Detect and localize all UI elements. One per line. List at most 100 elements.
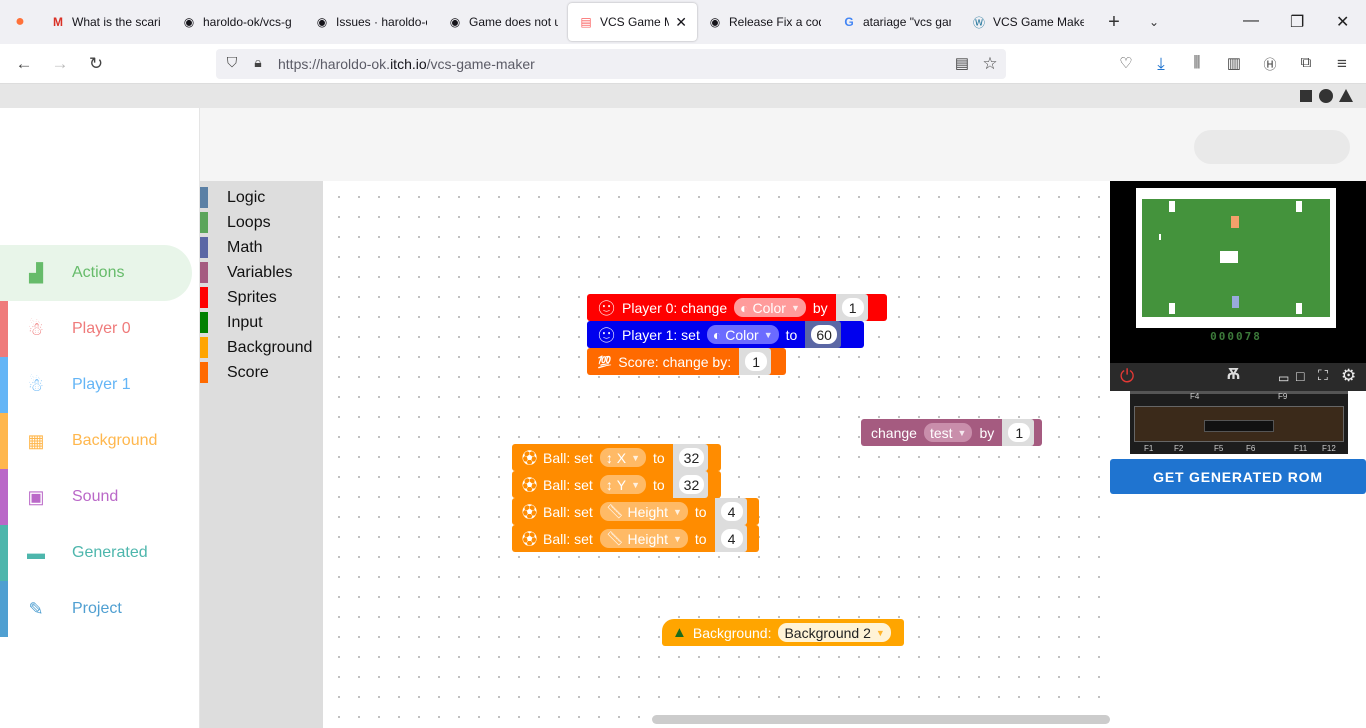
category-logic[interactable]: Logic [200, 185, 265, 210]
category-background[interactable]: Background [200, 335, 312, 360]
forward-icon[interactable]: → [51, 54, 69, 73]
category-math[interactable]: Math [200, 235, 263, 260]
square-icon[interactable] [1300, 90, 1312, 102]
fullscreen-icon[interactable]: ⛶ [1318, 367, 1328, 383]
minimize-icon[interactable]: — [1243, 12, 1259, 29]
shield-icon[interactable]: ⛉ [226, 54, 238, 70]
dropdown-arrow-icon: ▼ [672, 533, 682, 544]
key-f5-label: F5 [1214, 444, 1224, 453]
block-variable-change[interactable]: change test▼ by 1 [861, 419, 1042, 446]
block-player0-change[interactable]: 🙂︎ Player 0: change ◐ Color▼ by 1 [587, 294, 887, 321]
number-field[interactable]: 1 [1008, 423, 1031, 442]
account-icon[interactable]: Ⓗ [1263, 57, 1277, 72]
property-dropdown[interactable]: 📏︎ Height▼ [599, 529, 688, 548]
dropdown-arrow-icon: ▼ [631, 452, 640, 463]
number-field[interactable]: 1 [745, 352, 768, 371]
circle-icon[interactable] [1319, 89, 1333, 103]
nav-color-bar [0, 525, 8, 581]
person-icon: ☃ [27, 318, 45, 339]
number-slot: 4 [714, 525, 747, 552]
close-tab-icon[interactable]: ✕ [675, 13, 687, 30]
number-field[interactable]: 4 [720, 529, 743, 548]
block-player1-set[interactable]: 🙂︎ Player 1: set ◐ Color▼ to 60 [587, 321, 864, 348]
back-icon[interactable]: ← [15, 54, 33, 73]
color-field-dropdown[interactable]: ◐ Color▼ [706, 325, 779, 344]
get-generated-rom-button[interactable]: GET GENERATED ROM [1110, 459, 1366, 494]
download-icon[interactable]: ⤓ [1157, 54, 1165, 73]
background-dropdown[interactable]: Background 2▼ [778, 623, 891, 642]
block-ball-set-x[interactable]: ⚽︎ Ball: set ↕ X▼ to 32 [512, 444, 721, 471]
tab-2[interactable]: ◉Issues · haroldo-c [304, 3, 437, 41]
code-icon: ▬ [27, 542, 45, 563]
tab-5[interactable]: ◉Release Fix a cod [697, 3, 831, 41]
settings-gear-icon[interactable]: ⚙ [1341, 366, 1357, 385]
nav-item-player0[interactable]: ☃Player 0 [0, 301, 192, 357]
nav-item-sound[interactable]: ▣Sound [0, 469, 192, 525]
block-ball-set-y[interactable]: ⚽︎ Ball: set ↕ Y▼ to 32 [512, 471, 721, 498]
category-input[interactable]: Input [200, 310, 263, 335]
palette-icon: ◐ [740, 299, 753, 316]
pocket-icon[interactable]: ♡ [1119, 55, 1133, 72]
block-score-change[interactable]: 💯︎ Score: change by: 1 [587, 348, 786, 375]
nav-item-background[interactable]: ▦Background [0, 413, 192, 469]
close-window-icon[interactable]: ✕ [1336, 14, 1350, 31]
reload-icon[interactable]: ↻ [88, 54, 104, 73]
number-field[interactable]: 60 [811, 325, 837, 344]
property-dropdown[interactable]: ↕ X▼ [599, 448, 646, 467]
emulator-screen[interactable] [1136, 188, 1336, 328]
tab-list-chevron-icon[interactable]: ⌄ [1148, 15, 1160, 29]
tab-1[interactable]: ◉haroldo-ok/vcs-g [171, 3, 304, 41]
block-ball-set-height-2[interactable]: ⚽︎ Ball: set 📏︎ Height▼ to 4 [512, 525, 759, 552]
color-field-dropdown[interactable]: ◐ Color▼ [734, 298, 806, 317]
extensions-icon[interactable]: ⧉ [1300, 54, 1312, 71]
category-score[interactable]: Score [200, 360, 269, 385]
url-bar[interactable]: https://haroldo-ok.itch.io/vcs-game-make… [216, 49, 1006, 79]
sidebar-icon[interactable]: ▥ [1226, 55, 1242, 72]
bookmark-star-icon[interactable]: ☆ [982, 54, 998, 73]
property-dropdown[interactable]: ↕ Y▼ [599, 475, 646, 494]
category-loops[interactable]: Loops [200, 210, 271, 235]
header-pill-button[interactable] [1194, 130, 1350, 164]
smiley-icon: 🙂︎ [597, 326, 617, 344]
property-dropdown[interactable]: 📏︎ Height▼ [599, 502, 688, 521]
number-field[interactable]: 32 [678, 448, 705, 467]
key-f2-label: F2 [1174, 444, 1184, 453]
category-sprites[interactable]: Sprites [200, 285, 277, 310]
category-variables[interactable]: Variables [200, 260, 293, 285]
nav-label: Project [72, 600, 122, 617]
dropdown-value: Background 2 [784, 624, 871, 641]
soccer-ball-icon: ⚽︎ [522, 450, 538, 467]
nav-item-player1[interactable]: ☃Player 1 [0, 357, 192, 413]
library-icon[interactable]: ⫼ [1193, 54, 1201, 71]
tab-4-active[interactable]: ▤VCS Game Ma✕ [568, 3, 697, 41]
tab-3[interactable]: ◉Game does not u [437, 3, 568, 41]
block-text: by [979, 424, 995, 441]
number-field[interactable]: 1 [841, 298, 864, 317]
block-background-select[interactable]: ▲ Background: Background 2▼ [662, 619, 904, 646]
nav-item-project[interactable]: ✎Project [0, 581, 192, 637]
player0-sprite [1231, 216, 1239, 228]
reader-mode-icon[interactable]: ▤ [954, 55, 970, 72]
window-emulator-icon[interactable]: □ [1296, 368, 1305, 384]
minimize-emulator-icon[interactable]: ▭ [1278, 371, 1290, 385]
nav-item-generated[interactable]: ▬Generated [0, 525, 192, 581]
mountain-icon: ▲ [672, 624, 687, 641]
triangle-icon[interactable] [1339, 89, 1353, 102]
atari-console-panel[interactable]: F4 F9 F1 F2 F5 F6 F11 F12 [1130, 391, 1348, 454]
lock-icon[interactable]: 🔒︎ [254, 54, 262, 70]
firefox-icon[interactable]: ● [15, 13, 25, 30]
menu-icon[interactable]: ≡ [1337, 54, 1347, 73]
nav-item-actions[interactable]: ▟Actions [0, 245, 192, 301]
power-icon[interactable]: ⏻ [1120, 366, 1135, 386]
workspace-horizontal-scrollbar[interactable] [652, 715, 1110, 724]
left-navigation: ▟Actions ☃Player 0 ☃Player 1 ▦Background… [0, 108, 200, 728]
number-field[interactable]: 4 [720, 502, 743, 521]
block-ball-set-height[interactable]: ⚽︎ Ball: set 📏︎ Height▼ to 4 [512, 498, 759, 525]
number-field[interactable]: 32 [678, 475, 705, 494]
restore-icon[interactable]: ❐ [1290, 14, 1305, 31]
new-tab-icon[interactable]: + [1108, 10, 1120, 33]
variable-dropdown[interactable]: test▼ [923, 423, 973, 442]
